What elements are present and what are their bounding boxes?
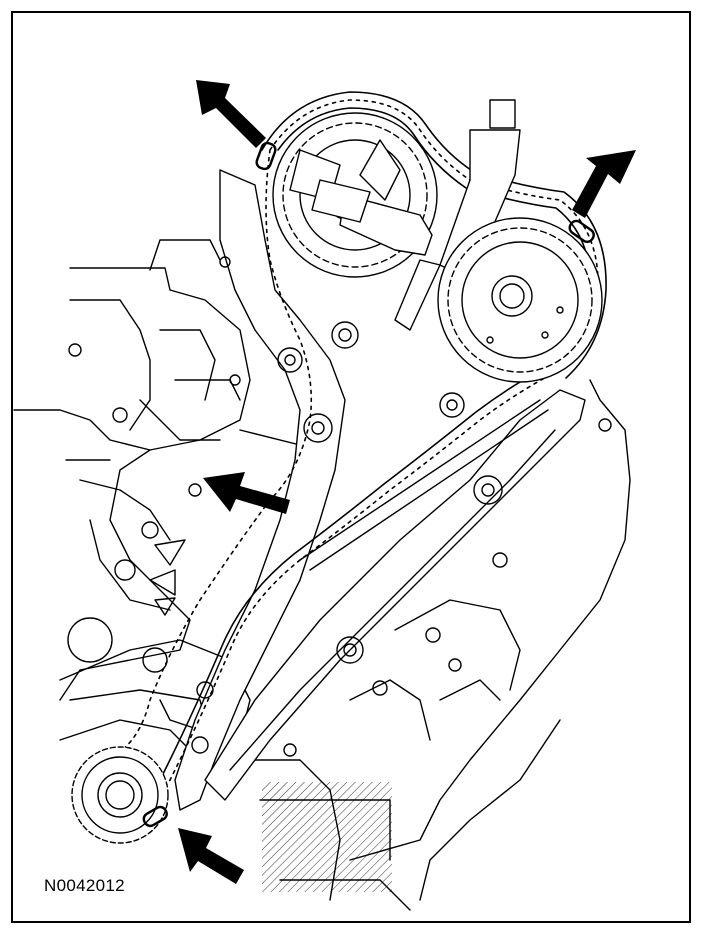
hatched-section [262,782,392,892]
arrow-chain-center-icon [203,472,290,514]
figure-id-label: N0042012 [44,876,125,895]
guide-rod [299,399,541,561]
left-chain-guide [174,169,346,811]
arrow-left-camshaft-chain-mark-icon [196,80,266,148]
arrow-right-camshaft-chain-mark-icon [572,150,636,218]
tensioner-arm [204,389,586,801]
right-camshaft-sprocket [437,217,603,383]
arrow-crankshaft-chain-mark-icon [178,828,244,884]
engine-block-outline [13,239,631,911]
camshaft-position-sensor [394,99,521,331]
timing-marks [142,141,595,828]
mounting-bolts [67,256,612,757]
crankshaft-sprocket [71,746,169,844]
block-cutouts [149,539,186,616]
vct-bracket [311,179,433,256]
guide-rod-edge [309,409,549,571]
